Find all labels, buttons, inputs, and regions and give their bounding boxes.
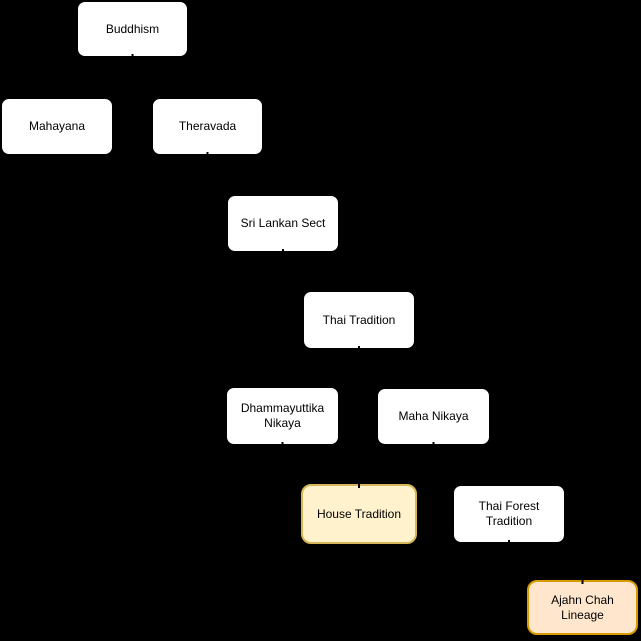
node-buddhism[interactable]: Buddhism	[77, 1, 188, 57]
node-dhammayuttika-nikaya[interactable]: Dhammayuttika Nikaya	[226, 387, 339, 445]
node-label: House Tradition	[316, 506, 402, 521]
node-label: Ajahn Chah Lineage	[551, 592, 614, 622]
node-label: Thai Tradition	[322, 312, 396, 327]
node-label: Buddhism	[105, 21, 160, 36]
node-ajahn-chah-lineage[interactable]: Ajahn Chah Lineage	[527, 580, 638, 635]
node-maha-nikaya[interactable]: Maha Nikaya	[377, 388, 490, 445]
node-thai-tradition[interactable]: Thai Tradition	[303, 291, 415, 349]
node-label: Sri Lankan Sect	[240, 216, 326, 230]
node-theravada[interactable]: Theravada	[152, 98, 263, 155]
node-label: Maha Nikaya	[398, 409, 469, 423]
node-house-tradition[interactable]: House Tradition	[301, 484, 417, 544]
node-mahayana[interactable]: Mahayana	[1, 98, 113, 155]
node-label: Thai Forest Tradition	[478, 499, 540, 528]
node-label: Mahayana	[28, 119, 86, 133]
node-label: Dhammayuttika Nikaya	[240, 401, 325, 430]
node-sri-lankan-sect[interactable]: Sri Lankan Sect	[227, 195, 339, 252]
node-thai-forest-tradition[interactable]: Thai Forest Tradition	[453, 485, 565, 543]
node-label: Theravada	[178, 119, 237, 133]
